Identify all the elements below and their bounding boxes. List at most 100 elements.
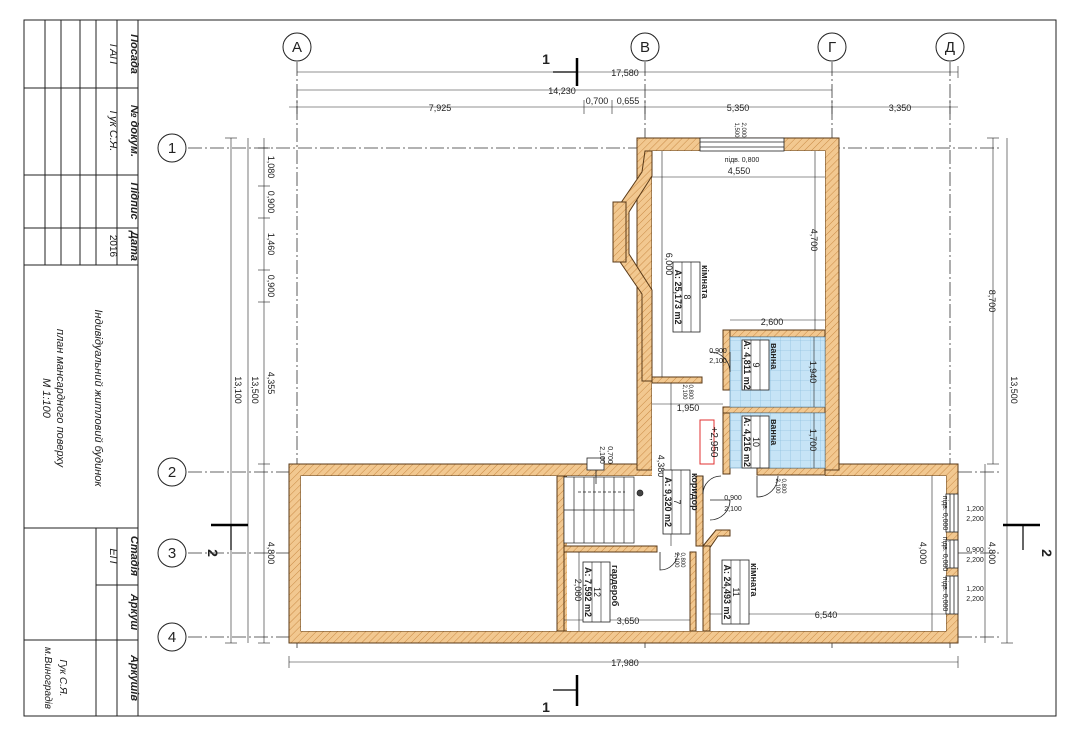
room-8-name: кімната <box>700 265 710 300</box>
dim-left-low: 4,800 <box>266 542 276 565</box>
door-4-h: 2,100 <box>598 446 605 464</box>
dim-room8-right: 4,700 <box>809 229 819 252</box>
dim-top-partial: 14,230 <box>548 86 576 96</box>
dim-left-chain-3: 1,460 <box>266 233 276 256</box>
axis-col-a: А <box>292 39 302 56</box>
room-tag-9: ванна 9 А: 4,811 m2 <box>741 339 779 391</box>
level-mark-value: +2,950 <box>708 427 719 458</box>
dim-room8-width: 4,550 <box>728 166 751 176</box>
dim-left-outer: 13,100 <box>233 376 243 404</box>
dim-top-seg-3: 0,655 <box>617 96 640 106</box>
tb-header-sheets: Аркушів <box>128 654 140 701</box>
tb-stage: ЕП <box>107 548 119 563</box>
tb-date: 2016 <box>107 235 118 258</box>
dim-bottom-overall: 17,980 <box>611 658 639 668</box>
tb-scale: М 1:100 <box>40 378 52 419</box>
dim-left-inner: 13,500 <box>250 376 260 404</box>
door-5-h: 2,100 <box>774 478 780 494</box>
door-2-w: 0,800 <box>687 384 693 400</box>
room-10-area: А: 4,216 m2 <box>742 417 752 467</box>
dim-top-seg-2: 0,700 <box>586 96 609 106</box>
room-7-num: 7 <box>672 499 682 504</box>
tb-org-name: Гук С.Я. <box>57 659 68 696</box>
dim-bath-width: 2,600 <box>761 317 784 327</box>
door-swings <box>586 351 779 571</box>
tb-header-docnum: № докум. <box>128 105 140 157</box>
door-5-w: 0,800 <box>780 478 786 494</box>
room-7-name: коридор <box>690 473 700 511</box>
tb-org-city: м.Виноградів <box>42 647 53 709</box>
tb-header-sheet: Аркуш <box>128 593 140 630</box>
room-8-area: А: 25,173 m2 <box>673 269 683 324</box>
tb-header-signature: Підпис <box>128 182 140 219</box>
title-block <box>23 19 139 717</box>
dim-top-seg-5: 3,350 <box>889 103 912 113</box>
dim-corridor-height: 4,380 <box>656 455 666 478</box>
axis-col-g: Г <box>828 39 836 56</box>
window-right-2-h: 2,200 <box>966 557 984 564</box>
window-right-sill-3: підв. 0,000 <box>941 577 949 612</box>
section-1-top-label: 1 <box>542 51 550 67</box>
room-9-name: ванна <box>769 343 779 370</box>
dim-room12-width: 3,650 <box>617 616 640 626</box>
tb-header-position: Посада <box>128 34 140 74</box>
dim-top-seg-4: 5,350 <box>727 103 750 113</box>
door-3-h: 2,100 <box>724 506 742 513</box>
axis-row-1: 1 <box>168 140 176 157</box>
room-8-num: 8 <box>682 294 692 299</box>
room-7-area: А: 9,320 m2 <box>663 477 673 527</box>
dim-right-top: 8,700 <box>987 290 997 313</box>
axis-row-4: 4 <box>168 629 176 646</box>
door-2-h: 2,100 <box>681 384 687 400</box>
window-right-3-h: 2,200 <box>966 596 984 603</box>
bay-wall <box>612 150 653 382</box>
window-labels: підв. 0,800 2,000 1,500 підв. 0,000 підв… <box>725 122 984 611</box>
dim-top-overall: 17,580 <box>611 68 639 78</box>
room-12-name: гардероб <box>610 565 620 607</box>
window-right-1-h: 2,200 <box>966 516 984 523</box>
dim-right-low: 4,800 <box>987 542 997 565</box>
staircase <box>563 476 644 544</box>
axis-col-b: В <box>640 39 650 56</box>
section-2-left-label: 2 <box>205 549 221 557</box>
room-11-area: А: 24,493 m2 <box>722 564 732 619</box>
room-tags: кімната 8 А: 25,173 m2 ванна 9 А: 4,811 … <box>582 261 779 625</box>
axis-bubbles: А В Г Д 1 2 3 4 <box>157 32 965 652</box>
tb-author: Гук С.Я. <box>107 111 119 152</box>
dimension-texts: 17,580 14,230 7,925 0,700 0,655 5,350 3,… <box>233 68 1019 668</box>
tb-header-date: Дата <box>128 230 140 261</box>
section-markers <box>211 58 1040 706</box>
tb-header-stage: Стадія <box>128 536 140 577</box>
dim-right-overall: 13,500 <box>1009 376 1019 404</box>
door-1-w: 0,900 <box>709 348 727 355</box>
room-12-area: А: 7,592 m2 <box>583 567 593 617</box>
dim-room8-height: 6,000 <box>664 253 674 276</box>
door-3-w: 0,900 <box>724 495 742 502</box>
room-tag-7: коридор 7 А: 9,320 m2 <box>662 469 700 535</box>
door-6-w: 0,800 <box>679 552 685 568</box>
room-12-num: 12 <box>592 587 602 597</box>
window-right-sill-1: підв. 0,000 <box>941 496 949 531</box>
tb-position: ГАП <box>107 44 119 64</box>
dim-left-chain-2: 0,900 <box>266 191 276 214</box>
door-4-w: 0,700 <box>606 446 613 464</box>
dim-bath9-height: 1,940 <box>808 361 818 384</box>
window-top-size-2: 1,500 <box>733 122 739 138</box>
room-tag-10: ванна 10 А: 4,216 m2 <box>741 415 779 469</box>
dim-corridor-width: 1,950 <box>677 403 700 413</box>
axis-row-2: 2 <box>168 464 176 481</box>
window-right-3-w: 1,200 <box>966 586 984 593</box>
window-right-2-w: 0,900 <box>966 547 984 554</box>
window-right-sill-2: підв. 0,000 <box>941 537 949 572</box>
section-1-bottom-label: 1 <box>542 699 550 715</box>
room-11-name: кімната <box>749 563 759 598</box>
room-10-name: ванна <box>769 419 779 446</box>
dim-top-seg-1: 7,925 <box>429 103 452 113</box>
title-block-text: Посада № докум. Підпис Дата ГАП Гук С.Я.… <box>40 34 140 709</box>
window-top-sill: підв. 0,800 <box>725 156 760 164</box>
room-tag-8: кімната 8 А: 25,173 m2 <box>672 261 710 333</box>
axis-col-d: Д <box>945 39 955 56</box>
door-6-h: 2,100 <box>673 552 679 568</box>
dim-bath10-height: 1,700 <box>808 429 818 452</box>
